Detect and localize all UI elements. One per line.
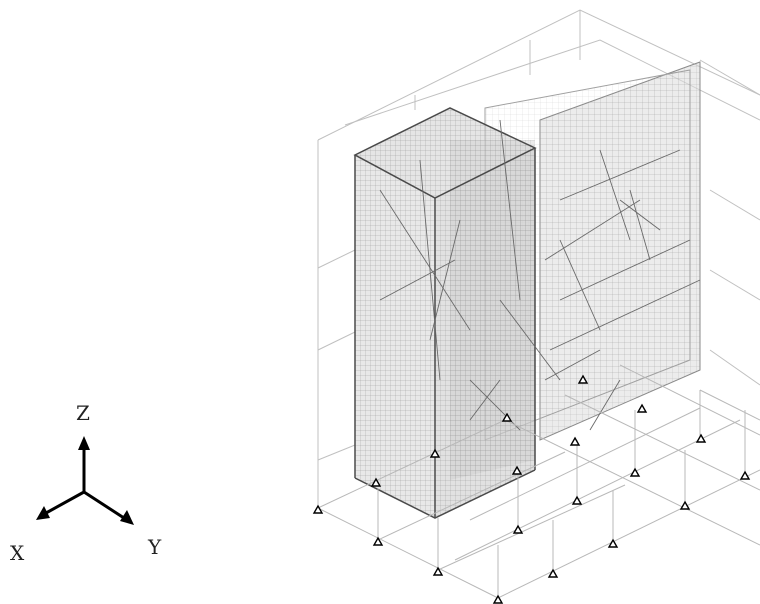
- internal-beams: [379, 119, 701, 431]
- support-icon: [577, 374, 589, 384]
- support-icon: [492, 594, 504, 604]
- coordinate-triad-icon: Z X Y: [10, 401, 162, 565]
- ground-grid: [317, 364, 760, 599]
- support-icon: [629, 467, 641, 477]
- support-icon: [432, 566, 444, 576]
- support-icon: [679, 500, 691, 510]
- z-arrowhead-icon: [78, 436, 90, 450]
- support-icon: [636, 403, 648, 413]
- support-icon: [739, 470, 751, 480]
- y-arrowhead-icon: [120, 510, 134, 525]
- x-axis-label: X: [10, 541, 25, 565]
- support-icon: [372, 536, 384, 546]
- x-arrowhead-icon: [36, 506, 50, 520]
- back-wall-panel: [484, 61, 701, 441]
- support-icon: [512, 524, 524, 534]
- core-box: [353, 107, 537, 519]
- supports: [312, 374, 751, 604]
- support-icon: [511, 465, 523, 475]
- support-icon: [569, 436, 581, 446]
- support-icon: [429, 448, 441, 458]
- z-axis-label: Z: [76, 401, 90, 425]
- support-icon: [571, 495, 583, 505]
- support-icon: [370, 477, 382, 487]
- support-icon: [501, 412, 513, 422]
- support-icon: [607, 538, 619, 548]
- support-icon: [695, 433, 707, 443]
- support-icon: [547, 568, 559, 578]
- support-icon: [312, 504, 324, 514]
- y-axis-label: Y: [147, 535, 162, 559]
